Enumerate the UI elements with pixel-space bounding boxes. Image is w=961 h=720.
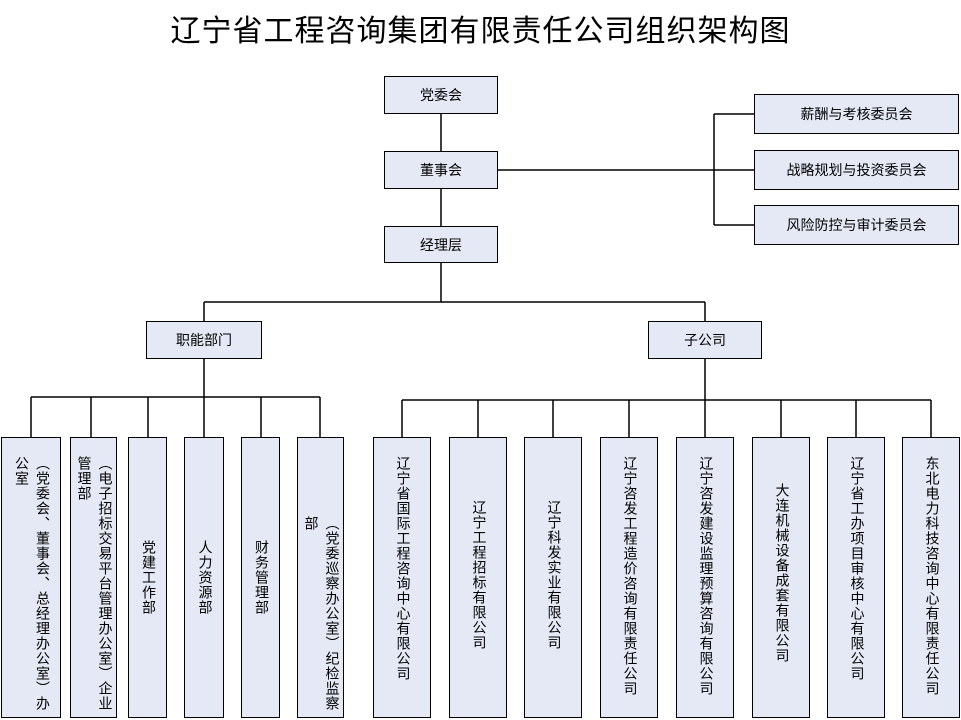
committee-box: 战略规划与投资委员会 — [754, 150, 959, 190]
subsidiary-box: 辽宁咨发工程造价咨询有限责任公司 — [600, 437, 658, 718]
page-title: 辽宁省工程咨询集团有限责任公司组织架构图 — [170, 14, 791, 49]
committee-box: 薪酬与考核委员会 — [754, 94, 959, 134]
department-box: 党建工作部 — [128, 437, 167, 718]
department-label: 党建工作部 — [140, 540, 156, 615]
subsidiary-box: 辽宁省工办项目审核中心有限公司 — [827, 437, 885, 718]
party-committee-box: 党委会 — [384, 76, 498, 114]
subsidiaries-box: 子公司 — [648, 321, 762, 359]
management-box: 经理层 — [384, 226, 498, 263]
department-box: （电子招标交易平台管理办公室）企业管理部 — [70, 437, 117, 718]
department-box: （党委巡察办公室）纪检监察部 — [297, 437, 344, 718]
department-box: 人力资源部 — [184, 437, 224, 718]
subsidiary-label: 辽宁科发实业有限公司 — [545, 500, 562, 650]
board-box: 董事会 — [384, 151, 498, 189]
subsidiary-box: 大连机械设备成套有限公司 — [752, 437, 810, 718]
subsidiary-box: 辽宁科发实业有限公司 — [524, 437, 582, 718]
subsidiary-box: 东北电力科技咨询中心有限责任公司 — [902, 437, 960, 718]
department-label: （党委会、董事会、总经理办公室）办公室 — [13, 456, 50, 711]
subsidiary-label: 辽宁省工办项目审核中心有限公司 — [848, 456, 865, 681]
department-label: （电子招标交易平台管理办公室）企业管理部 — [75, 456, 113, 711]
subsidiary-label: 辽宁咨发建设监理预算咨询有限公司 — [697, 456, 714, 696]
functional-departments-box: 职能部门 — [146, 321, 262, 359]
subsidiary-label: 辽宁省国际工程咨询中心有限公司 — [394, 456, 411, 681]
department-label: 财务管理部 — [253, 540, 269, 615]
department-label: （党委巡察办公室）纪检监察部 — [302, 516, 340, 711]
subsidiary-label: 辽宁咨发工程造价咨询有限责任公司 — [621, 456, 638, 696]
subsidiary-label: 东北电力科技咨询中心有限责任公司 — [923, 456, 940, 696]
department-box: （党委会、董事会、总经理办公室）办公室 — [1, 437, 61, 718]
subsidiary-box: 辽宁省国际工程咨询中心有限公司 — [373, 437, 431, 718]
subsidiary-box: 辽宁工程招标有限公司 — [449, 437, 507, 718]
department-label: 人力资源部 — [196, 540, 213, 615]
subsidiary-box: 辽宁咨发建设监理预算咨询有限公司 — [676, 437, 734, 718]
department-box: 财务管理部 — [241, 437, 280, 718]
committee-box: 风险防控与审计委员会 — [754, 205, 959, 245]
subsidiary-label: 大连机械设备成套有限公司 — [773, 483, 790, 663]
subsidiary-label: 辽宁工程招标有限公司 — [470, 500, 487, 650]
